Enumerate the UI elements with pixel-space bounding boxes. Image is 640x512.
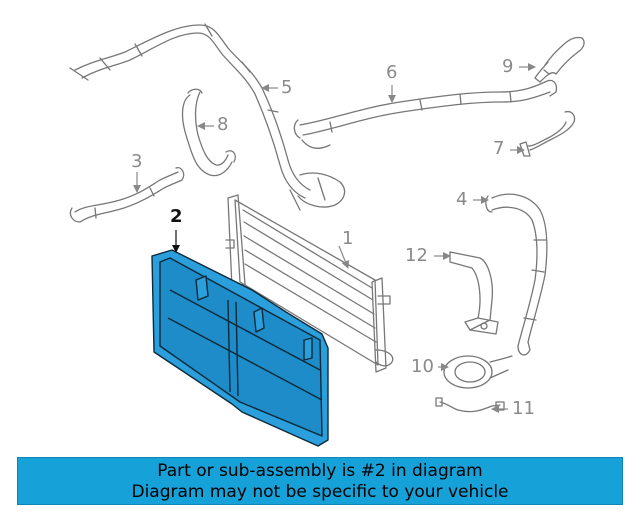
hose-part-7 <box>519 110 576 157</box>
pump-part-10 <box>443 355 513 389</box>
banner-line-1: Part or sub-assembly is #2 in diagram <box>157 461 483 481</box>
info-banner: Part or sub-assembly is #2 in diagram Di… <box>17 457 623 505</box>
callout-6: 6 <box>386 62 398 83</box>
wire-part-11 <box>435 397 505 413</box>
bracket-part-12 <box>449 251 499 335</box>
shroud-part-2 <box>151 249 329 447</box>
callout-8: 8 <box>217 114 229 135</box>
fitting-part-9 <box>534 36 585 83</box>
callout-1: 1 <box>342 228 354 249</box>
callout-2: 2 <box>170 206 183 227</box>
leader-lines <box>133 63 536 413</box>
parts-diagram <box>69 23 585 447</box>
hose-part-3 <box>69 167 185 223</box>
hose-part-5 <box>69 23 346 211</box>
callout-4: 4 <box>456 189 468 210</box>
callout-10: 10 <box>411 356 434 377</box>
callout-7: 7 <box>493 138 505 159</box>
banner-line-2: Diagram may not be specific to your vehi… <box>131 482 509 502</box>
radiator-part-1 <box>225 194 394 373</box>
callout-11: 11 <box>512 398 535 419</box>
callout-3: 3 <box>131 151 143 172</box>
callout-12: 12 <box>405 245 428 266</box>
hose-part-8 <box>181 88 236 177</box>
callout-9: 9 <box>502 56 514 77</box>
callout-5: 5 <box>281 77 293 98</box>
hose-part-4 <box>485 193 548 356</box>
hose-part-6 <box>293 79 558 149</box>
